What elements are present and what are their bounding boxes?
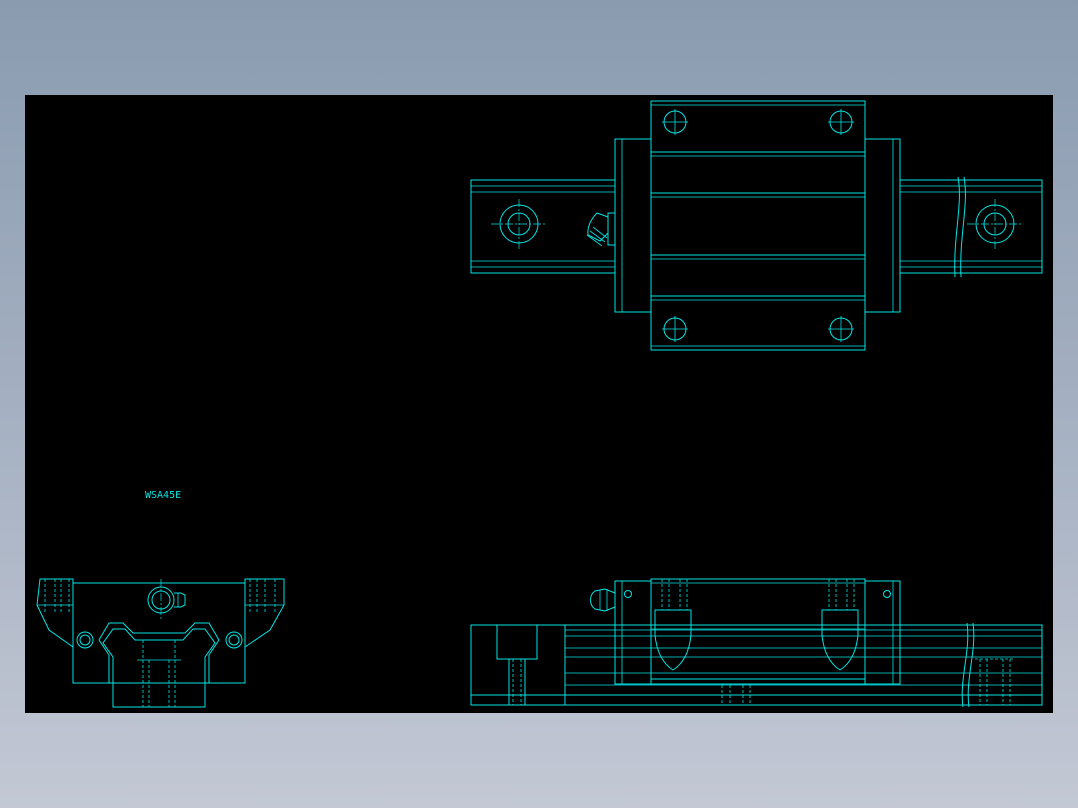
rail-left-top (470, 179, 616, 274)
block-hole-bl (662, 316, 688, 342)
end-seal-right-side (864, 580, 901, 685)
end-seal-left (614, 138, 652, 313)
block-hole-tl (662, 109, 688, 135)
grease-nipple-top (586, 212, 616, 247)
end-seal-left-side (614, 580, 652, 685)
side-view (470, 578, 1043, 708)
block-hole-br (828, 316, 854, 342)
carriage-block-top (650, 100, 866, 351)
rail-hole-right (967, 199, 1023, 249)
end-seal-right (864, 138, 901, 313)
rail-hole-left (491, 199, 547, 249)
carriage-block-side (650, 578, 866, 685)
cad-drawing: WSA45E (36, 100, 1043, 708)
drawing-viewport[interactable]: WSA45E (25, 95, 1053, 713)
rail-right-top (899, 176, 1043, 278)
end-view (36, 578, 285, 708)
top-view (470, 100, 1043, 351)
part-label: WSA45E (145, 490, 181, 501)
grease-nipple-end (147, 579, 186, 621)
block-hole-tr (828, 109, 854, 135)
grease-nipple-side (590, 588, 616, 612)
rail-side (470, 622, 1043, 708)
